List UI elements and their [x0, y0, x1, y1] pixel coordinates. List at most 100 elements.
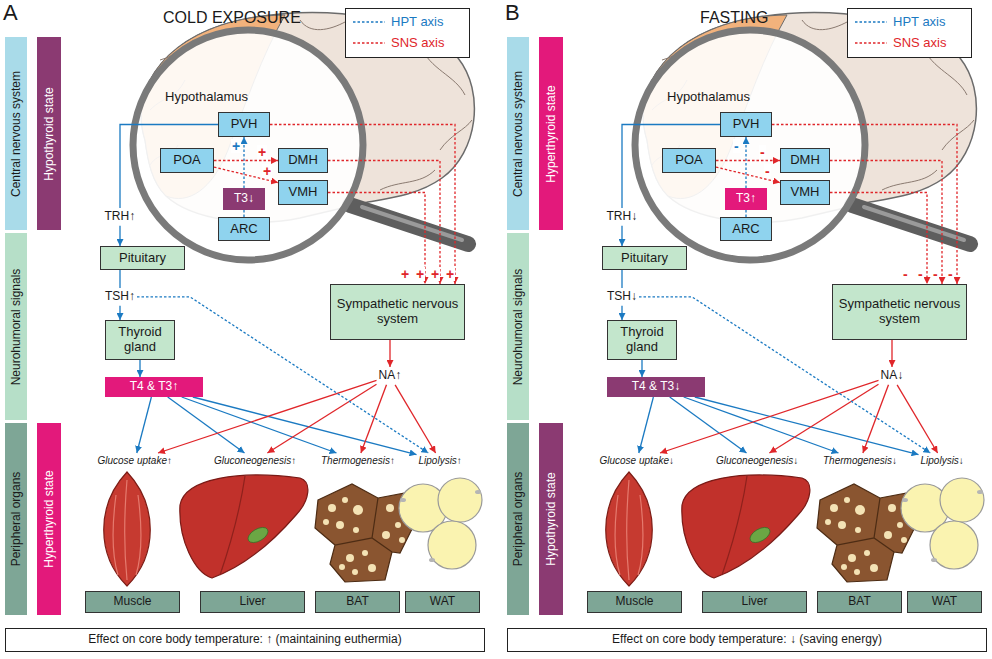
organ-box: Pituitary: [602, 246, 687, 270]
node-text: Effect on core body temperature: ↑ (main…: [88, 633, 401, 647]
organ-box: Sympathetic nervous system: [330, 284, 465, 340]
level-band: Peripheral organs: [507, 423, 529, 615]
legend-line-sample: [854, 38, 888, 48]
legend-row: HPT axis: [352, 14, 444, 29]
text-label: FASTING: [700, 9, 768, 27]
node-text: Peripheral organs: [511, 472, 525, 567]
level-band: Central nervous system: [5, 37, 27, 230]
node-text: Thyroid gland: [612, 325, 672, 355]
organ-label-box: WAT: [907, 591, 982, 613]
signal-text: TSH↓: [605, 288, 639, 306]
organ-label-box: Liver: [200, 591, 305, 613]
node-text: Central nervous system: [9, 70, 23, 196]
sign-label: +: [262, 164, 272, 178]
legend-row: SNS axis: [352, 35, 444, 50]
node-text: T3↓: [234, 192, 254, 206]
signal-text: NA↑: [377, 367, 404, 385]
connector: [621, 226, 622, 246]
hormone-box: T4 & T3↓: [607, 377, 705, 397]
node-text: Thermogenesis↑: [321, 455, 395, 467]
node-text: Gluconeogenesis↓: [716, 455, 798, 467]
connector: [137, 397, 152, 453]
node-text: T4 & T3↑: [130, 380, 178, 394]
connector: [120, 125, 218, 209]
connector: [270, 125, 455, 285]
level-band: Neurohumoral signals: [5, 233, 27, 420]
connector: [119, 270, 120, 288]
node-text: PVH: [733, 117, 760, 132]
node-text: BAT: [848, 595, 870, 609]
node-text: Muscle: [615, 595, 653, 609]
signal-text: NA↓: [879, 367, 906, 385]
sign-label: +: [415, 267, 425, 281]
legend-line: [353, 21, 385, 23]
signal-text: TRH↓: [605, 208, 640, 226]
text-label: +: [400, 267, 410, 282]
organ-label-box: Muscle: [85, 591, 180, 613]
node-text: Neurohumoral signals: [9, 268, 23, 385]
hormone-box: T3↓: [223, 188, 265, 210]
node-text: Hypothyroid state: [42, 87, 56, 180]
effect-text: Glucose uptake↓: [598, 453, 677, 469]
legend-row: SNS axis: [854, 35, 946, 50]
node-text: DMH: [288, 153, 318, 168]
nucleus-box: DMH: [278, 148, 328, 173]
node-text: Effect on core body temperature: ↓ (savi…: [612, 633, 882, 647]
node-text: Hyperthyroid state: [544, 85, 558, 182]
sign-label: +: [231, 139, 241, 153]
node-text: Hypothyroid state: [544, 472, 558, 565]
legend-row: HPT axis: [854, 14, 946, 29]
connector: [182, 397, 337, 453]
nucleus-box: PVH: [218, 112, 270, 137]
connector: [119, 306, 120, 320]
connector: [891, 340, 892, 367]
connector: [328, 193, 425, 285]
text-label: COLD EXPOSURE: [163, 9, 301, 27]
state-band: Hypothyroid state: [37, 37, 61, 230]
legend-line-sample: [352, 17, 386, 27]
sign-label: +: [257, 145, 267, 159]
node-text: WAT: [430, 595, 455, 609]
node-text: Hyperthyroid state: [42, 470, 56, 567]
node-text: Sympathetic nervous system: [335, 297, 460, 327]
signal-text: TSH↑: [103, 288, 137, 306]
text-label: Hypothalamus: [667, 90, 750, 104]
level-band: Peripheral organs: [5, 423, 27, 615]
effect-text: Thermogenesis↑: [319, 453, 397, 469]
node-text: Liver: [239, 595, 265, 609]
nucleus-box: PVH: [720, 112, 772, 137]
node-text: VMH: [289, 185, 318, 200]
node-text: ARC: [732, 222, 759, 237]
connector: [361, 385, 387, 453]
node-text: Pituitary: [119, 251, 166, 266]
effect-text: Thermogenesis↓: [821, 453, 899, 469]
connector: [684, 397, 839, 453]
signal-text: TRH↑: [103, 208, 138, 226]
effect-box: Effect on core body temperature: ↑ (main…: [5, 628, 485, 652]
node-text: TSH↓: [607, 290, 637, 304]
connector: [267, 384, 376, 453]
sign-label: +: [430, 267, 440, 281]
legend-line: [353, 42, 385, 44]
effect-text: Gluconeogenesis↑: [212, 453, 298, 469]
node-text: T3↑: [736, 192, 756, 206]
sign-label: +: [445, 267, 455, 281]
effect-text: Glucose uptake↑: [96, 453, 175, 469]
connector: [639, 397, 654, 453]
connector: [769, 384, 878, 453]
node-text: POA: [675, 153, 702, 168]
node-text: Muscle: [113, 595, 151, 609]
organ-label-box: BAT: [315, 591, 400, 613]
nucleus-box: VMH: [278, 180, 328, 205]
node-text: Glucose uptake↑: [98, 455, 173, 467]
state-band: Hypothyroid state: [539, 423, 563, 615]
state-band: Hyperthyroid state: [539, 37, 563, 230]
node-text: Neurohumoral signals: [511, 268, 525, 385]
effect-text: Gluconeogenesis↓: [714, 453, 800, 469]
sign-label: -: [917, 267, 924, 281]
sign-label: -: [947, 267, 954, 281]
node-text: POA: [173, 153, 200, 168]
legend-text: SNS axis: [391, 35, 444, 50]
organ-label-box: WAT: [405, 591, 480, 613]
connector: [243, 137, 244, 188]
